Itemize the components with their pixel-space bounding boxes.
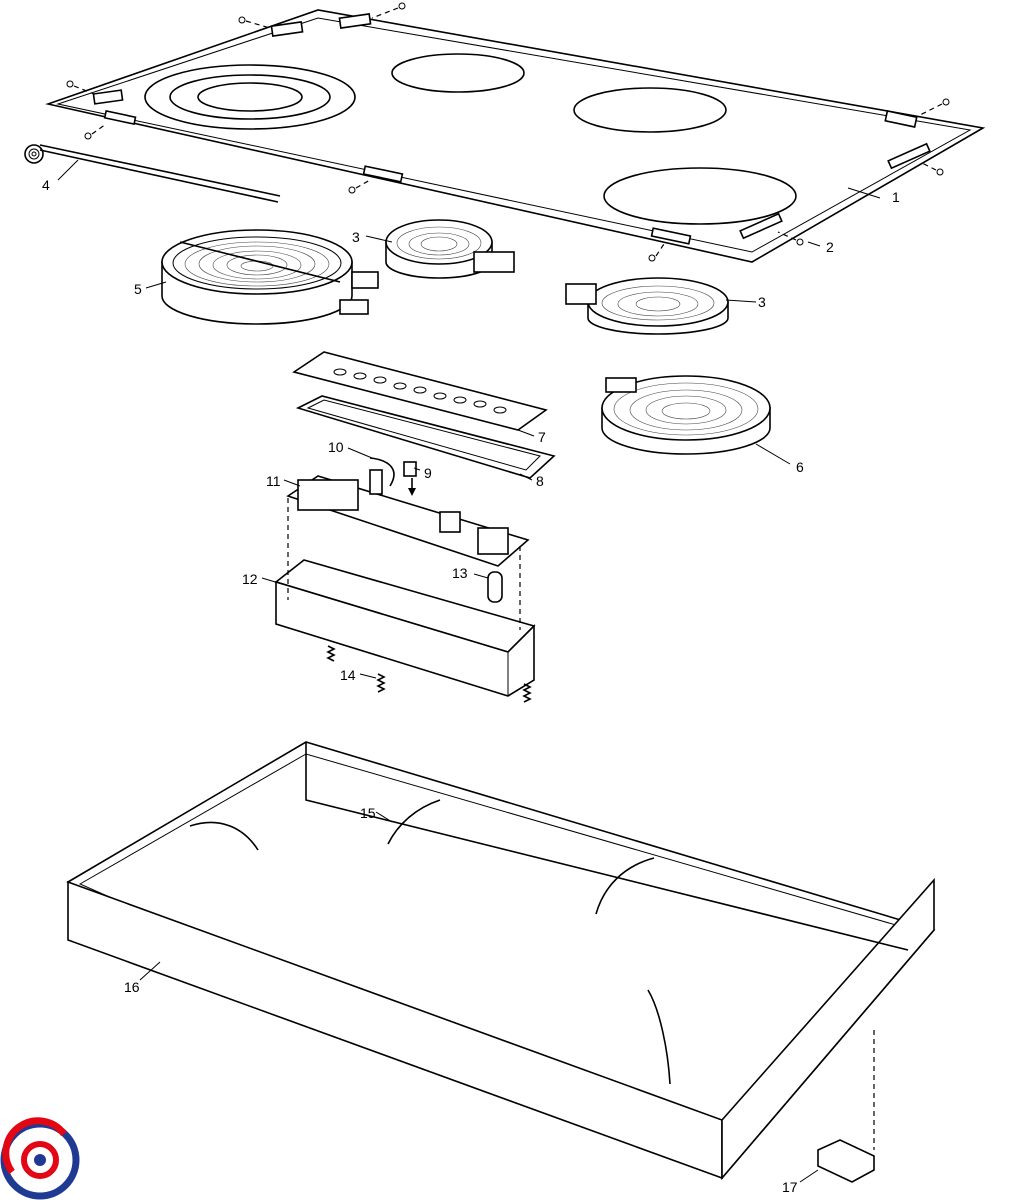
part-label-16: 16: [124, 979, 140, 995]
control-foil-part-7: [292, 351, 548, 431]
control-frame-part-8: [295, 395, 556, 479]
part-label-6: 6: [796, 459, 804, 475]
radiant-heater-part-6: [601, 375, 771, 455]
part-label-13: 13: [452, 565, 468, 581]
part-label-4: 4: [42, 177, 50, 193]
clamp-part-15: [189, 799, 671, 1085]
bottom-tray-part-16: [66, 741, 936, 1181]
glass-cooktop-part-1: [45, 2, 986, 263]
sealing-strip-part-4: [24, 144, 281, 203]
part-label-8: 8: [536, 473, 544, 489]
part-label-12: 12: [242, 571, 258, 587]
part-label-3-lower: 3: [758, 294, 766, 310]
brand-logo: [0, 1117, 80, 1200]
part-label-1: 1: [892, 189, 900, 205]
part-label-5: 5: [134, 281, 142, 297]
radiant-heater-part-3-upper: [385, 219, 515, 279]
clip-part-13: [487, 571, 503, 603]
housing-part-12: [274, 498, 536, 697]
part-label-2: 2: [826, 239, 834, 255]
part-label-15: 15: [360, 805, 376, 821]
radiant-heater-part-3-lower: [565, 277, 729, 335]
part-label-9: 9: [424, 465, 432, 481]
part-label-17: 17: [782, 1179, 798, 1195]
electronic-board-part-11: [286, 469, 530, 567]
part-label-11: 11: [266, 473, 281, 489]
terminal-block-part-17: [817, 1030, 875, 1183]
leader-lines: [57, 159, 881, 1183]
connector-part-9: [403, 461, 417, 496]
spring-part-14: [326, 645, 532, 703]
part-label-10: 10: [328, 439, 344, 455]
part-label-7: 7: [538, 429, 546, 445]
cable-part-10: [369, 457, 395, 487]
part-label-3-upper: 3: [352, 229, 360, 245]
part-label-14: 14: [340, 667, 356, 683]
radiant-heater-part-5: [161, 229, 379, 325]
